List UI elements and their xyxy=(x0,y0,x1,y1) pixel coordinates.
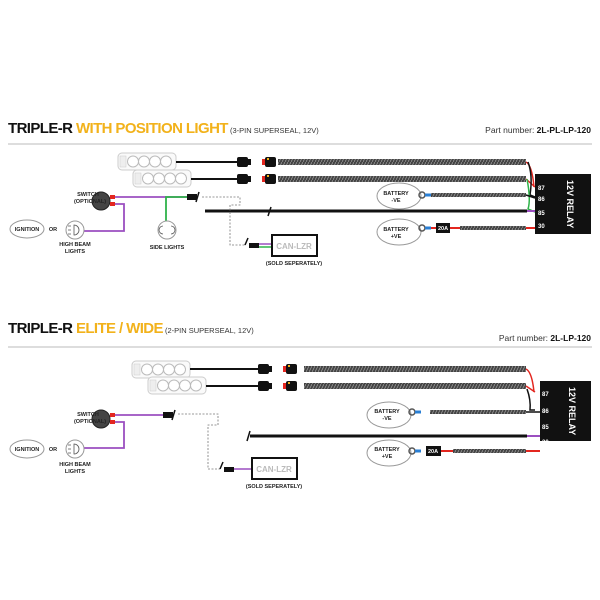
light-bar-icon xyxy=(147,376,207,395)
or-label: OR xyxy=(49,227,57,233)
relay-label: 12V RELAY xyxy=(567,387,577,435)
svg-text:CAN-LZR: CAN-LZR xyxy=(256,465,292,474)
battery-positive xyxy=(366,439,412,467)
pin-85: 85 xyxy=(542,425,549,431)
fuse xyxy=(436,223,450,233)
svg-text:HIGH BEAM: HIGH BEAM xyxy=(59,242,91,248)
relay xyxy=(535,174,591,234)
svg-text:BATTERY: BATTERY xyxy=(374,409,400,415)
svg-text:IGNITION: IGNITION xyxy=(15,447,39,453)
svg-text:+VE: +VE xyxy=(382,454,393,460)
svg-text:20A: 20A xyxy=(438,226,448,232)
relay xyxy=(540,381,591,441)
sold-separately-note: (SOLD SEPERATELY) xyxy=(266,261,322,267)
svg-text:+VE: +VE xyxy=(391,234,402,240)
part-number: Part number: 2L-LP-120 xyxy=(499,333,591,343)
svg-text:(OPTIONAL): (OPTIONAL) xyxy=(74,199,106,205)
pin-87: 87 xyxy=(538,186,545,192)
relay-label: 12V RELAY xyxy=(565,180,575,228)
svg-text:SIDE LIGHTS: SIDE LIGHTS xyxy=(150,245,185,251)
svg-text:20A: 20A xyxy=(428,449,438,455)
svg-text:(OPTIONAL): (OPTIONAL) xyxy=(74,419,106,425)
svg-text:IGNITION: IGNITION xyxy=(15,227,39,233)
pin-30: 30 xyxy=(542,440,549,446)
svg-text:BATTERY: BATTERY xyxy=(383,191,409,197)
pin-85: 85 xyxy=(538,211,545,217)
section-elite-wide: TRIPLE-R ELITE / WIDE (2-PIN SUPERSEAL, … xyxy=(8,320,592,490)
connector-icon xyxy=(237,174,276,184)
svg-text:CAN-LZR: CAN-LZR xyxy=(276,242,312,251)
svg-text:BATTERY: BATTERY xyxy=(374,447,400,453)
fuse xyxy=(426,446,441,456)
pin-30: 30 xyxy=(538,224,545,230)
pin-87: 87 xyxy=(542,392,549,398)
or-label: OR xyxy=(49,447,57,453)
svg-text:BATTERY: BATTERY xyxy=(383,227,409,233)
svg-text:-VE: -VE xyxy=(382,416,392,422)
pin-86: 86 xyxy=(538,197,545,203)
light-bar-icon xyxy=(131,360,191,379)
switch-icon xyxy=(91,409,111,429)
side-lights-icon xyxy=(157,220,177,240)
switch-icon xyxy=(91,191,111,211)
ignition xyxy=(9,219,45,239)
ignition xyxy=(9,439,45,459)
svg-text:SWITCH: SWITCH xyxy=(77,412,99,418)
can-lzr-module xyxy=(251,457,298,480)
svg-text:SWITCH: SWITCH xyxy=(77,192,99,198)
high-beam-icon xyxy=(65,220,85,240)
harness xyxy=(278,159,526,165)
svg-text:-VE: -VE xyxy=(391,198,401,204)
connector-icon xyxy=(258,364,297,374)
svg-text:LIGHTS: LIGHTS xyxy=(65,249,85,255)
high-beam-icon xyxy=(65,439,85,459)
battery-positive xyxy=(376,218,422,246)
battery-negative xyxy=(366,401,412,429)
connector-icon xyxy=(258,381,297,391)
svg-text:LIGHTS: LIGHTS xyxy=(65,469,85,475)
harness xyxy=(278,176,526,182)
svg-text:HIGH BEAM: HIGH BEAM xyxy=(59,462,91,468)
section-title: TRIPLE-R ELITE / WIDE (2-PIN SUPERSEAL, … xyxy=(8,320,254,337)
section-position-light: TRIPLE-R WITH POSITION LIGHT (3-PIN SUPE… xyxy=(8,120,592,267)
can-lzr-module xyxy=(271,234,318,257)
section-title: TRIPLE-R WITH POSITION LIGHT (3-PIN SUPE… xyxy=(8,120,319,137)
sold-separately-note: (SOLD SEPERATELY) xyxy=(246,484,302,490)
part-number: Part number: 2L-PL-LP-120 xyxy=(485,125,591,135)
light-bar-icon xyxy=(132,169,192,188)
connector-icon xyxy=(237,157,276,167)
light-bar-icon xyxy=(117,152,177,171)
battery-negative xyxy=(376,182,422,210)
pin-86: 86 xyxy=(542,409,549,415)
